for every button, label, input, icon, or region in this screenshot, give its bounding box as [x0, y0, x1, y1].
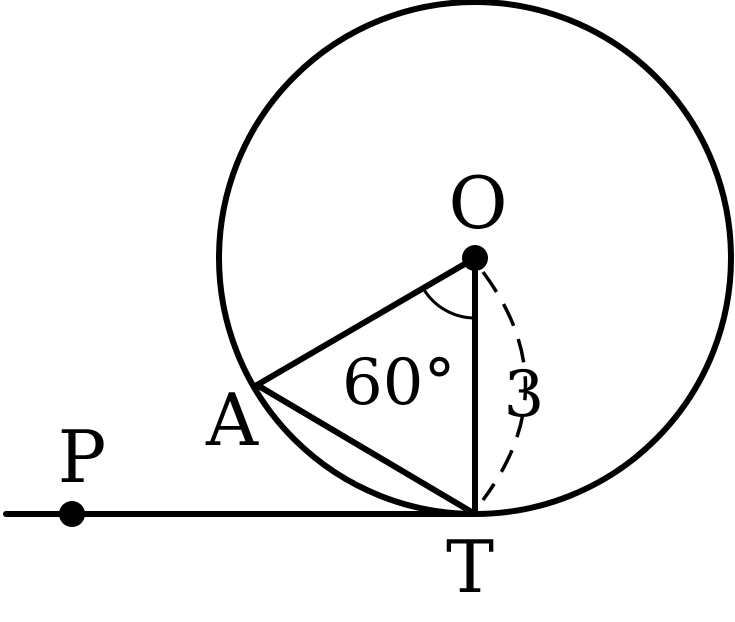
label-p: P — [58, 415, 106, 499]
angle-arc-aot — [421, 287, 476, 320]
point-o — [462, 245, 488, 271]
length-label: 3 — [504, 358, 545, 432]
label-o: O — [448, 161, 507, 245]
point-p — [59, 501, 85, 527]
length-brace-ot — [481, 270, 528, 502]
label-a: A — [205, 378, 259, 462]
chord-at — [254, 382, 478, 517]
radius-oa — [254, 255, 478, 388]
angle-label: 60° — [342, 346, 455, 420]
label-t: T — [446, 525, 494, 609]
